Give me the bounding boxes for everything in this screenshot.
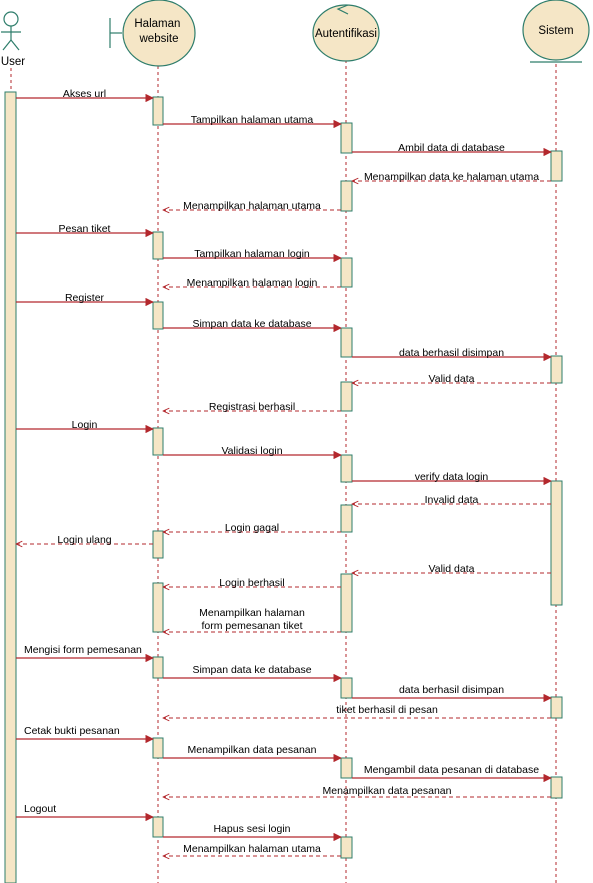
- activations: [4, 91, 563, 883]
- participant-label-halaman-website: Halaman website: [134, 18, 183, 45]
- message-label: Register: [65, 292, 105, 304]
- activation-bar: [550, 355, 563, 384]
- message-label: Menampilkan data pesanan: [322, 785, 451, 797]
- participant-label-sistem: Sistem: [538, 25, 573, 37]
- message-label: Cetak bukti pesanan: [24, 725, 120, 737]
- activation-bar: [152, 231, 164, 260]
- boundary-halaman-website: Halaman website: [109, 0, 196, 67]
- activation-bar: [152, 427, 164, 456]
- activation-bar: [152, 582, 164, 633]
- message-label: Mengisi form pemesanan: [24, 644, 142, 656]
- message-label: tiket berhasil di pesan: [336, 704, 438, 716]
- message-label: Menampilkan halaman utama: [183, 200, 321, 212]
- message-label: Simpan data ke database: [192, 664, 311, 676]
- message-label: Tampilkan halaman login: [194, 248, 310, 260]
- activation-bar: [152, 530, 164, 559]
- activation-bar: [550, 480, 563, 606]
- activation-bar: [340, 677, 353, 699]
- activation-bar: [340, 257, 353, 288]
- activation-bar: [152, 816, 164, 838]
- message-label: Ambil data di database: [398, 142, 505, 154]
- message-label: Login: [72, 419, 98, 431]
- participant-label-autentifikasi: Autentifikasi: [315, 28, 377, 40]
- entity-icon: [522, 0, 590, 63]
- message-label: verify data login: [415, 471, 489, 483]
- activation-bar: [550, 150, 563, 182]
- message-label: data berhasil disimpan: [399, 684, 504, 696]
- message-label: Menampilkan data pesanan: [187, 744, 316, 756]
- activation-bar: [152, 737, 164, 759]
- activation-bar: [340, 327, 353, 358]
- message-label: Valid data: [429, 373, 475, 385]
- actor-user: User: [1, 11, 25, 68]
- message-label: Menampilkan data ke halaman utama: [364, 171, 539, 183]
- activation-bar: [152, 656, 164, 679]
- activation-bar: [340, 573, 353, 633]
- message-label: Simpan data ke database: [192, 318, 311, 330]
- activation-bar: [340, 757, 353, 779]
- entity-sistem: Sistem: [522, 0, 590, 63]
- message-label: Registrasi berhasil: [209, 401, 295, 413]
- activation-bar: [340, 180, 353, 212]
- control-icon: [312, 4, 380, 62]
- actor-icon: [1, 11, 21, 51]
- activation-bar: [340, 122, 353, 154]
- message-label: Login ulang: [57, 534, 111, 546]
- activation-bar: [152, 96, 164, 126]
- activation-bar: [340, 836, 353, 859]
- activation-bar: [4, 91, 17, 883]
- message-label: Login berhasil: [219, 577, 284, 589]
- activation-bar: [340, 504, 353, 533]
- message-label: Validasi login: [221, 445, 282, 457]
- message-label: Menampilkan halaman utama: [183, 843, 321, 855]
- message-label: Valid data: [429, 563, 475, 575]
- boundary-icon: [109, 0, 196, 67]
- message-label: Akses url: [63, 88, 106, 100]
- activation-bar: [340, 454, 353, 483]
- message-label: Menampilkan halaman login: [187, 277, 318, 289]
- message-label: Login gagal: [225, 522, 279, 534]
- activation-bar: [550, 776, 563, 799]
- activation-bar: [550, 696, 563, 719]
- message-label: Pesan tiket: [59, 223, 111, 235]
- message-label: Tampilkan halaman utama: [191, 114, 314, 126]
- control-autentifikasi: Autentifikasi: [312, 4, 380, 62]
- activation-bar: [152, 301, 164, 330]
- activation-bar: [340, 381, 353, 412]
- message-label: Invalid data: [425, 494, 479, 506]
- message-label: data berhasil disimpan: [399, 347, 504, 359]
- message-label: Mengambil data pesanan di database: [364, 764, 539, 776]
- message-label: Hapus sesi login: [213, 823, 290, 835]
- participant-label-user: User: [1, 56, 25, 68]
- message-label: Logout: [24, 803, 56, 815]
